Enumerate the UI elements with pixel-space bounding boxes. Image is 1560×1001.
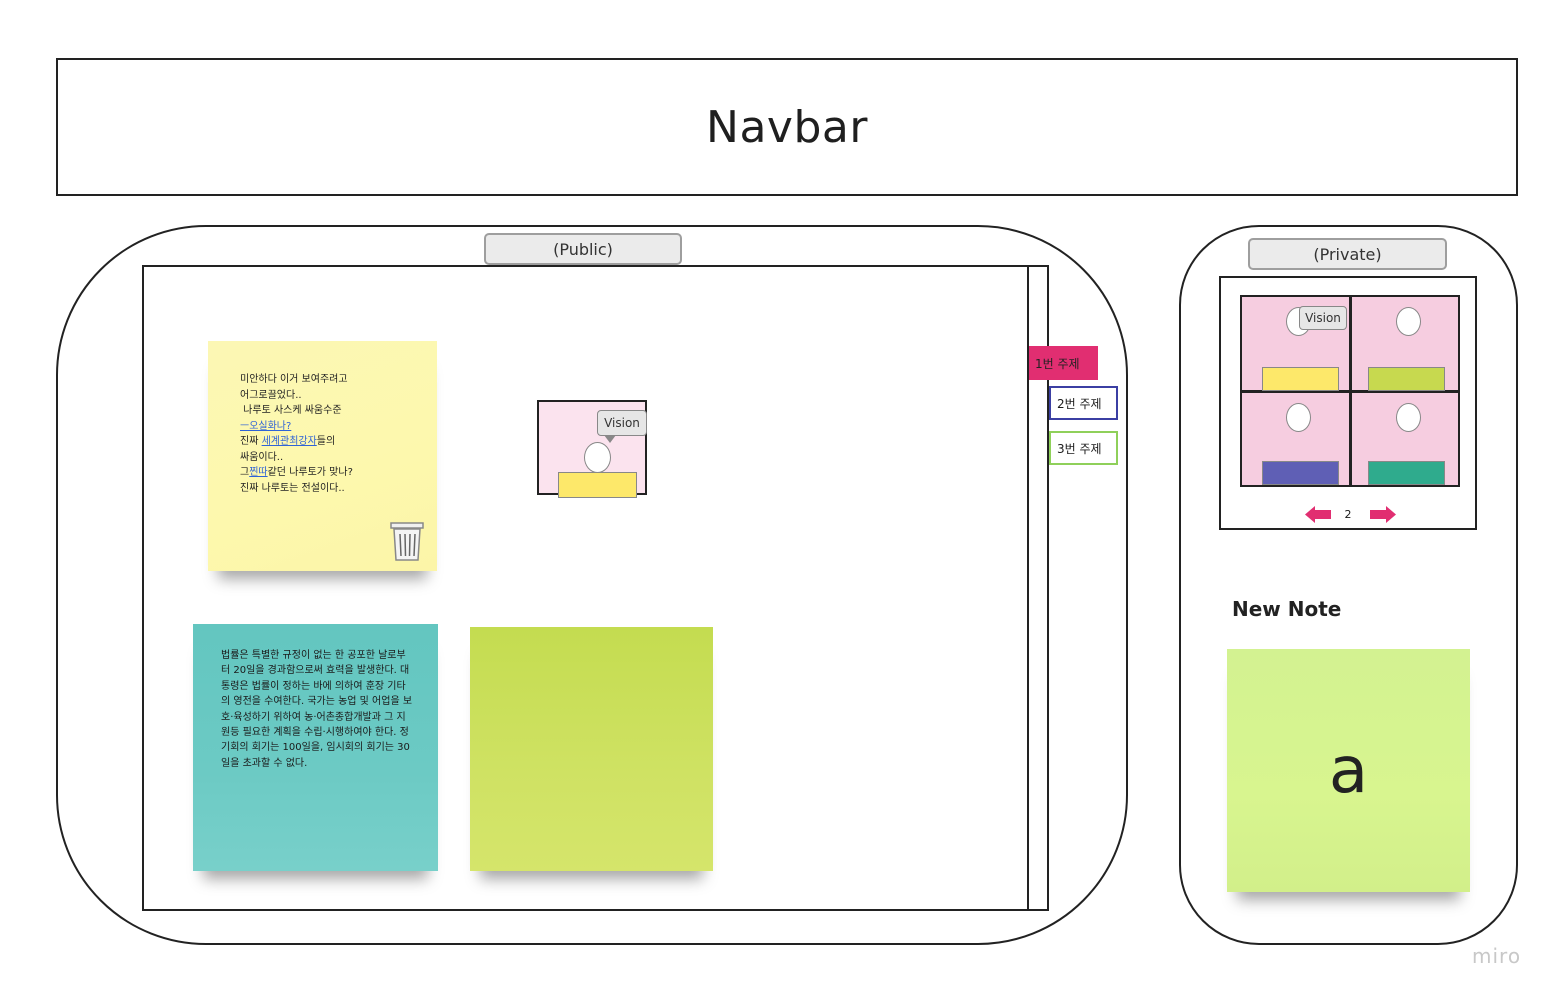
video-tile[interactable] <box>1242 297 1349 391</box>
avatar-head-icon <box>1286 402 1311 432</box>
vision-speech-bubble: Vision <box>1299 306 1347 330</box>
public-label: (Public) <box>484 233 682 265</box>
page-number: 2 <box>1344 508 1352 521</box>
topic-tab-1[interactable]: 1번 주제 <box>1029 346 1098 380</box>
sticky-note-yellow[interactable]: 미안하다 이거 보여주려고 어그로끌었다.. 나루토 사스케 싸움수준 ㅡ오실화… <box>208 341 437 571</box>
navbar: Navbar <box>56 58 1518 196</box>
video-tile[interactable] <box>1351 392 1458 485</box>
topic-tab-2[interactable]: 2번 주제 <box>1049 386 1118 420</box>
navbar-title: Navbar <box>706 101 868 153</box>
board-scrollbar[interactable] <box>1027 265 1049 911</box>
video-tile[interactable] <box>1242 392 1349 485</box>
note-link[interactable]: 찐따 <box>249 467 268 478</box>
vision-avatar-card[interactable]: Vision <box>537 400 647 498</box>
avatar-body-icon <box>1262 367 1339 391</box>
private-label: (Private) <box>1248 238 1447 270</box>
sticky-note-text: 법률은 특별한 규정이 없는 한 공포한 날로부터 20일을 경과함으로써 효력… <box>221 650 413 769</box>
video-tile[interactable] <box>1351 297 1458 391</box>
sticky-note-teal[interactable]: 법률은 특별한 규정이 없는 한 공포한 날로부터 20일을 경과함으로써 효력… <box>193 624 438 871</box>
avatar-head-icon <box>1395 307 1421 336</box>
new-sticky-note[interactable]: a <box>1227 649 1470 892</box>
avatar-body-icon <box>558 472 637 498</box>
avatar-head-icon <box>584 442 611 473</box>
avatar-body-icon <box>1367 460 1445 485</box>
sticky-note-lime[interactable] <box>470 627 713 871</box>
new-note-text: a <box>1328 733 1369 808</box>
topic-tab-3[interactable]: 3번 주제 <box>1049 431 1118 465</box>
avatar-head-icon <box>1395 402 1421 432</box>
avatar-body-icon <box>1262 460 1339 485</box>
arrow-left-icon[interactable] <box>1305 506 1331 523</box>
video-grid <box>1240 295 1460 487</box>
note-link[interactable]: ㅡ오실화나? <box>240 420 292 432</box>
trash-icon[interactable] <box>390 522 424 562</box>
vision-speech-bubble: Vision <box>597 410 647 443</box>
private-panel <box>1179 225 1518 945</box>
avatar-body-icon <box>1367 367 1445 391</box>
public-panel <box>56 225 1128 945</box>
miro-watermark: miro <box>1472 944 1522 968</box>
arrow-right-icon[interactable] <box>1370 506 1396 523</box>
new-note-title: New Note <box>1232 597 1342 621</box>
sticky-note-text: 미안하다 이거 보여주려고 어그로끌었다.. 나루토 사스케 싸움수준 ㅡ오실화… <box>240 374 353 494</box>
note-link[interactable]: 세계관최강자 <box>261 436 317 447</box>
